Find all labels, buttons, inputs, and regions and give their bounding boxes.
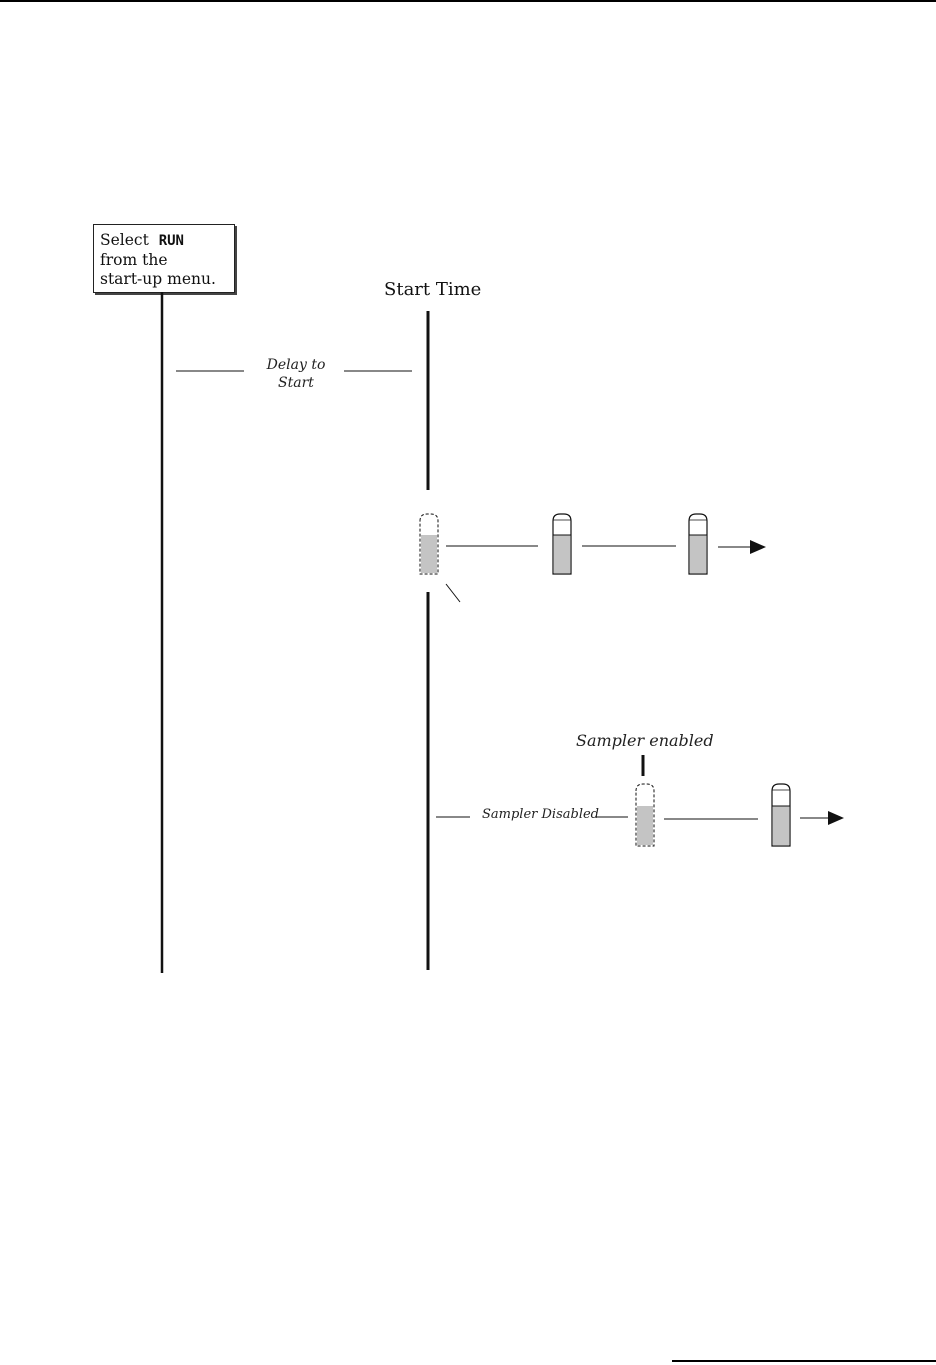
start-box-line2: from the (100, 251, 168, 269)
second-sample-bottle-icon (552, 513, 572, 575)
first-bottle-leader (445, 583, 461, 603)
run-command: RUN (158, 233, 184, 249)
first-sample-bottle-icon (419, 513, 439, 575)
footer-rule (672, 1360, 936, 1362)
start-box-line3: start-up menu. (100, 270, 216, 288)
start-instruction-box: Select RUN from the start-up menu. (93, 224, 235, 293)
continue-arrow-icon (718, 540, 766, 554)
sampler-disabled-label: Sampler Disabled (482, 807, 599, 822)
sampler-enabled-label: Sampler enabled (576, 731, 714, 750)
next-sample-bottle-icon (771, 783, 791, 847)
enabled-sample-bottle-icon (635, 783, 655, 847)
third-sample-bottle-icon (688, 513, 708, 575)
header-rule (0, 0, 936, 2)
start-box-line1: Select RUN (100, 231, 184, 249)
continue-arrow-2-icon (800, 811, 844, 825)
start-time-label: Start Time (384, 279, 482, 300)
delay-to-start-label: Delay to Start (266, 357, 326, 391)
